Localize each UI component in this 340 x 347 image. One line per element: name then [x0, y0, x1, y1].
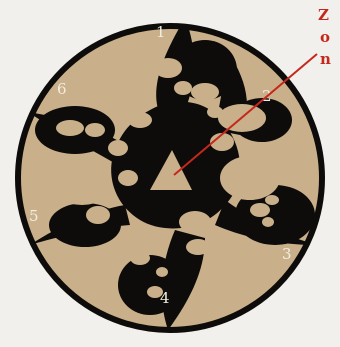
cutout: [265, 195, 279, 205]
region-number-4: 4: [160, 289, 170, 307]
ink-lobe: [49, 203, 121, 247]
cutout: [154, 58, 182, 78]
annotation-text-line-1: Z: [318, 6, 329, 24]
cutout: [179, 211, 211, 233]
cutout: [128, 112, 152, 128]
cutout: [128, 73, 148, 87]
cutout: [174, 81, 192, 95]
cutout: [220, 156, 280, 200]
cutout: [130, 251, 150, 265]
region-number-6: 6: [57, 80, 67, 98]
annotation-text-line-3: n: [320, 50, 331, 68]
cutout: [156, 267, 168, 277]
region-number-1: 1: [156, 23, 166, 41]
annotation-text-line-2: o: [320, 28, 330, 46]
cutout: [56, 120, 84, 136]
cutout: [207, 106, 223, 118]
cutout: [86, 206, 110, 224]
cutout: [262, 217, 274, 227]
cutout: [191, 83, 219, 101]
cutout: [186, 239, 210, 255]
region-number-5: 5: [29, 207, 39, 225]
cutout: [250, 203, 270, 217]
region-number-3: 3: [282, 245, 292, 263]
cutout: [52, 165, 112, 205]
cutout: [85, 123, 105, 137]
cutout: [118, 170, 138, 186]
ink-lobe: [118, 255, 182, 315]
cutout: [108, 140, 128, 156]
